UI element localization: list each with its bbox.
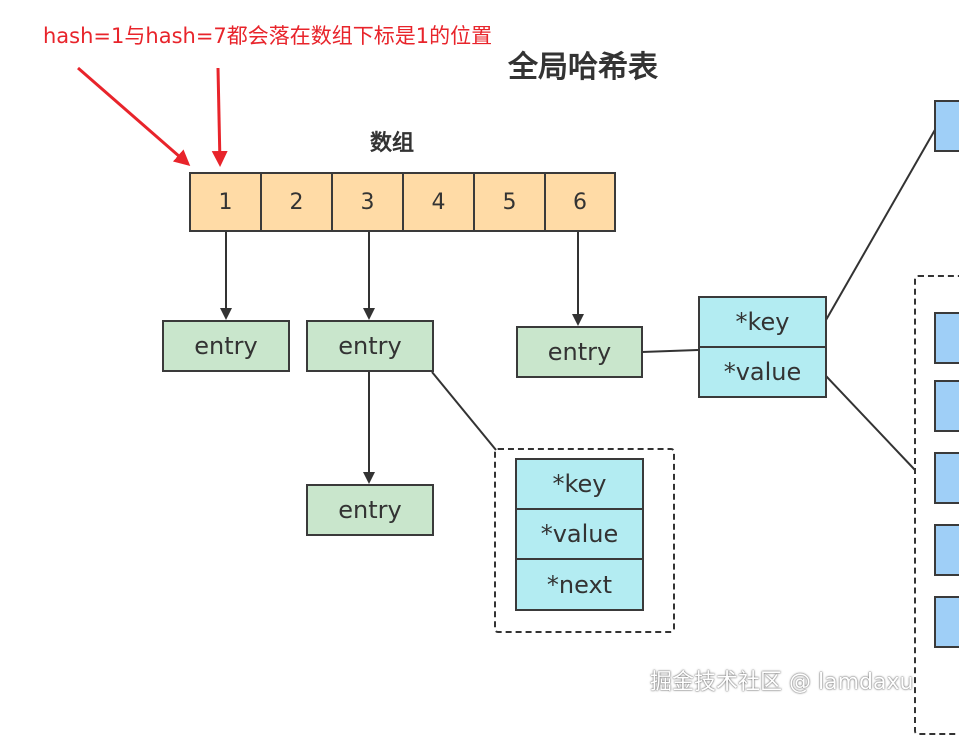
entry-box: entry [516, 326, 643, 378]
kv-value-field: *value [698, 346, 827, 398]
side-block [934, 312, 959, 364]
kv-key-field: *key [698, 296, 827, 348]
watermark: 掘金技术社区 @ lamdaxu [650, 670, 914, 695]
array-cell-3: 3 [331, 172, 404, 232]
red-arrow-vertical [211, 67, 228, 167]
red-arrow-diagonal [77, 66, 191, 166]
line-entry-to-kv [641, 349, 699, 353]
line-key-to-block [825, 127, 937, 321]
annotation-note: hash=1与hash=7都会落在数组下标是1的位置 [43, 24, 493, 48]
side-block [934, 452, 959, 504]
node-next-field: *next [515, 558, 644, 611]
side-block [934, 596, 959, 648]
entry-box: entry [306, 320, 434, 372]
node-value-field: *value [515, 508, 644, 560]
line-value-to-group [825, 375, 916, 471]
array-cell-5: 5 [473, 172, 546, 232]
array-cell-2: 2 [260, 172, 333, 232]
array-cell-1: 1 [189, 172, 262, 232]
side-block [934, 380, 959, 432]
array-label: 数组 [370, 131, 415, 156]
diagram-title: 全局哈希表 [508, 50, 658, 85]
node-group-dashed [494, 448, 675, 633]
array-cell-6: 6 [544, 172, 616, 232]
line-entry-to-node [431, 371, 497, 451]
entry-box: entry [162, 320, 290, 372]
hash-table-diagram: hash=1与hash=7都会落在数组下标是1的位置 全局哈希表 数组 1 2 … [43, 24, 959, 735]
node-key-field: *key [515, 458, 644, 510]
connector-layer [77, 66, 937, 484]
array-cell-4: 4 [402, 172, 475, 232]
side-block [934, 524, 959, 576]
entry-box: entry [306, 484, 434, 536]
side-block [934, 100, 959, 152]
